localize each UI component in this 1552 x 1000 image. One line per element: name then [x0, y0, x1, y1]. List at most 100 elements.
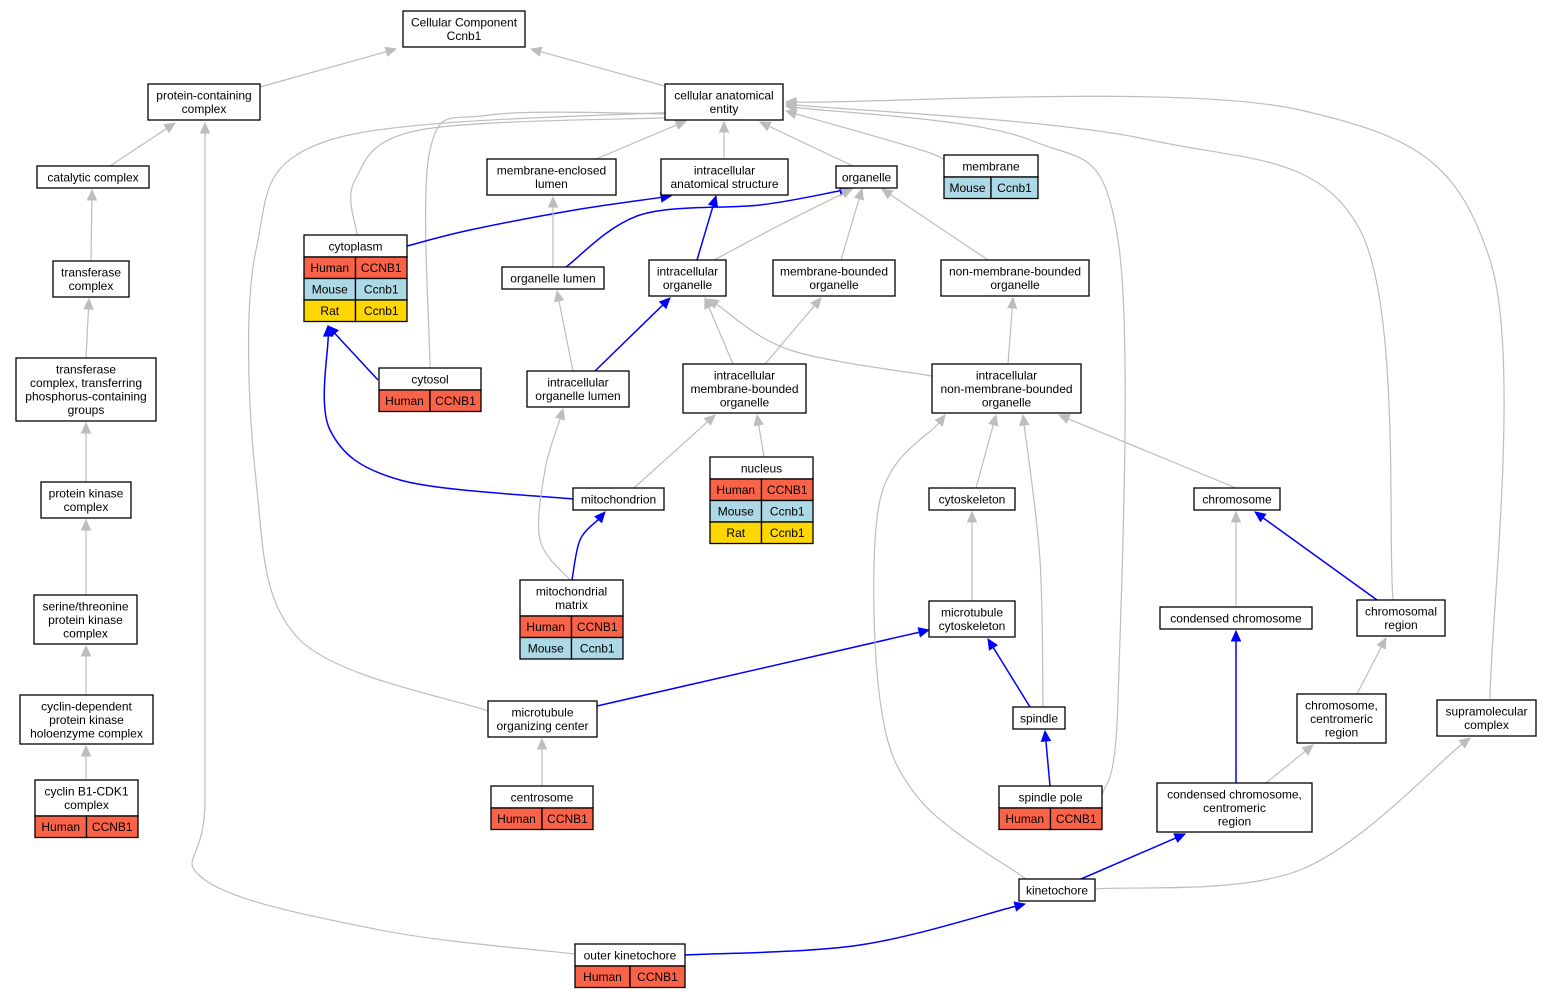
edge-intracellular-organelle-to-intracellular-anatomical-structure [696, 194, 719, 261]
edge-line [85, 308, 90, 359]
species-label: Human [310, 261, 349, 275]
arrowhead [384, 46, 398, 57]
human-gene-cell [1049, 807, 1103, 831]
edge-line [633, 421, 708, 489]
term-mitochondrion[interactable]: mitochondrion [572, 487, 665, 511]
edge-line [565, 190, 841, 268]
edge-cellular-anatomical-entity-to-root [529, 46, 666, 87]
edge-intracellular-non-membrane-bounded-organelle-to-intracellular-organelle [706, 298, 933, 377]
term-condensed-chromosome[interactable]: condensed chromosome [1159, 606, 1313, 630]
edge-line [350, 116, 677, 236]
arrowhead [86, 188, 98, 201]
edge-line [1094, 743, 1463, 890]
term-label-line: complex [69, 279, 114, 293]
edge-line [975, 424, 994, 489]
term-label-line: condensed chromosome [1170, 611, 1302, 625]
term-kinetochore[interactable]: kinetochore [1018, 878, 1096, 902]
term-label-line: non-membrane-bounded [940, 382, 1072, 396]
edge-mitochondrion-to-intracellular-membrane-bounded-organelle [633, 414, 716, 489]
edge-kinetochore-to-condensed-chromosome-centromeric-region [1080, 833, 1187, 880]
term-label-line: cytosol [411, 372, 448, 386]
term-box [931, 363, 1082, 414]
edge-line [1023, 424, 1044, 708]
arrowhead [753, 413, 764, 427]
arrowhead [163, 122, 177, 134]
term-intracellular-non-membrane-bounded-organelle[interactable]: intracellularnon-membrane-boundedorganel… [931, 363, 1082, 414]
gene-symbol: CCNB1 [1056, 812, 1097, 826]
gene-symbol: Ccnb1 [364, 304, 399, 318]
arrowhead [1230, 510, 1242, 523]
term-label-line: condensed chromosome, [1167, 787, 1302, 801]
edge-line [1356, 646, 1382, 695]
term-box [486, 158, 617, 196]
edge-line [713, 192, 844, 261]
term-box [526, 370, 630, 408]
species-label: Human [1005, 812, 1044, 826]
term-box [928, 487, 1016, 511]
arrowhead [718, 120, 730, 133]
species-label: Rat [726, 526, 745, 540]
arrowhead [880, 188, 894, 200]
term-label-line: Cellular Component [411, 16, 518, 30]
edge-condensed-chromosome-centromeric-region-to-chromosome-centromeric-region [1265, 744, 1314, 784]
term-organelle[interactable]: organelle [835, 165, 898, 189]
arrowhead [80, 744, 92, 757]
arrowhead [707, 194, 719, 208]
term-organelle-lumen[interactable]: organelle lumen [501, 266, 605, 290]
term-label-line: complex [64, 500, 109, 514]
term-box [1012, 706, 1066, 730]
species-label: Mouse [528, 642, 564, 656]
edge-line [795, 104, 1394, 601]
term-cytoskeleton[interactable]: cytoskeleton [928, 487, 1016, 511]
edge-membrane-bounded-organelle-to-organelle [840, 187, 865, 261]
species-label: Rat [320, 304, 339, 318]
edge-kinetochore-to-intracellular-non-membrane-bounded-organelle [873, 414, 1027, 880]
edge-line [758, 424, 765, 458]
arrowhead [1376, 636, 1387, 650]
term-label-line: matrix [555, 598, 588, 612]
gene-symbol: Ccnb1 [770, 526, 805, 540]
edge-line [716, 303, 933, 377]
term-chromosome[interactable]: chromosome [1193, 487, 1281, 511]
arrowhead [840, 188, 854, 199]
edge-line [696, 205, 714, 261]
term-spindle[interactable]: spindle [1012, 706, 1066, 730]
term-label-line: chromosome, [1305, 698, 1378, 712]
term-label-line: region [1218, 814, 1251, 828]
edge-cytosol-to-cellular-anatomical-entity [424, 108, 688, 369]
term-catalytic-complex[interactable]: catalytic complex [36, 165, 150, 189]
term-label-line: transferase [56, 363, 116, 377]
edge-line [764, 305, 815, 365]
term-label-line: lumen [535, 177, 568, 191]
